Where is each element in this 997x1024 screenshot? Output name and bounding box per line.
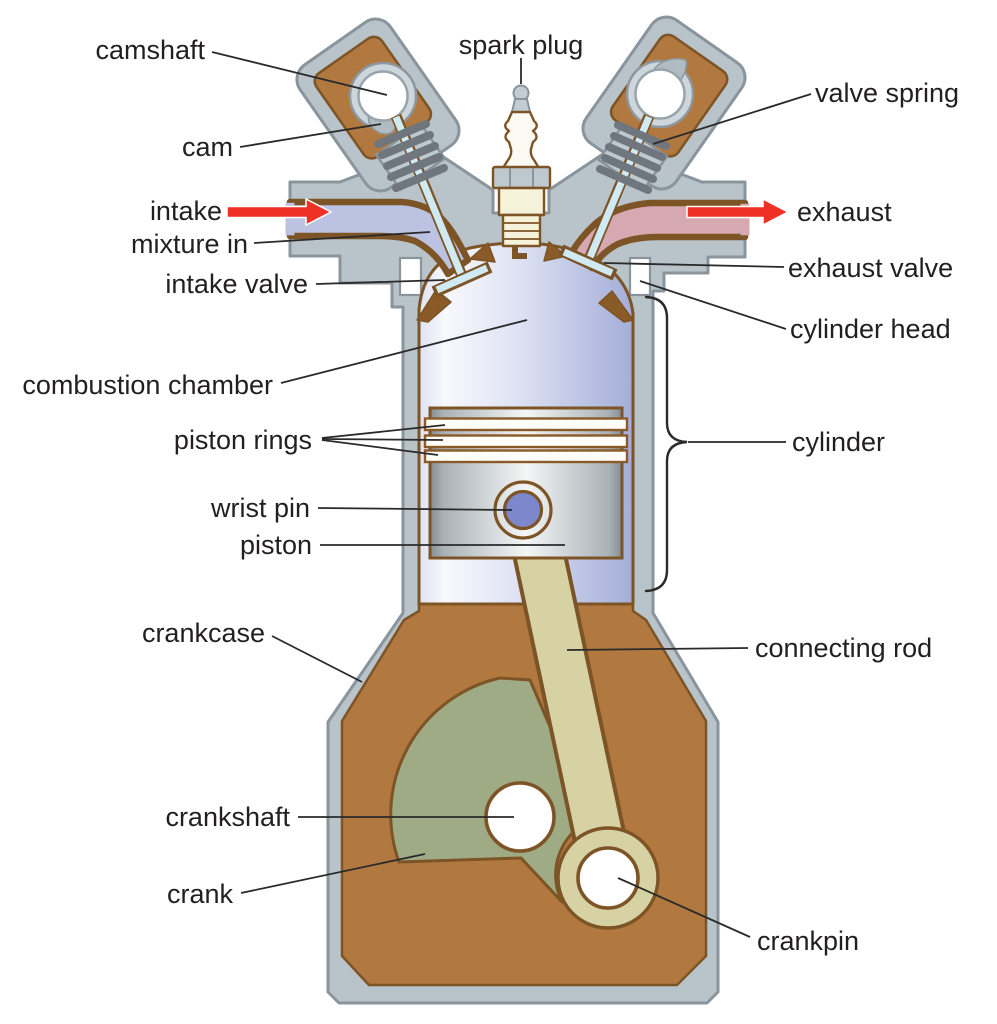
leader-exhaust-valve (603, 262, 785, 268)
intake-valve-seat-upper (469, 242, 496, 263)
label-exhaust-valve: exhaust valve (788, 253, 953, 283)
label-intake-valve: intake valve (165, 269, 308, 299)
cylinder-brace (644, 295, 688, 593)
label-cylinder: cylinder (792, 427, 885, 457)
spark-plug-shape (491, 84, 552, 259)
label-valve-spring: valve spring (815, 78, 959, 108)
leader-crank (240, 853, 426, 894)
leader-connecting-rod (566, 647, 749, 651)
label-camshaft: camshaft (95, 35, 205, 65)
label-cylinder-head: cylinder head (790, 314, 951, 344)
spark-plug-electrode (512, 246, 527, 259)
leader-cylinder-head (639, 280, 787, 330)
exhaust-port-mouth (740, 203, 750, 236)
left-casting-recess (398, 256, 423, 297)
spark-plug-insulator (501, 110, 541, 170)
label-crankshaft: crankshaft (165, 802, 290, 832)
intake-port-mouth (285, 202, 295, 236)
exhaust-arrow (686, 197, 790, 227)
label-crankcase: crankcase (142, 618, 265, 648)
leader-crankcase (271, 635, 363, 683)
label-piston-rings: piston rings (174, 425, 312, 455)
label-mixture-in: mixture in (131, 229, 248, 259)
leader-valve-spring (652, 93, 812, 145)
label-piston: piston (240, 530, 312, 560)
camshaft-journal-right (634, 68, 686, 120)
leader-cam (239, 123, 382, 148)
piston-ring-3 (423, 449, 629, 464)
exhaust-valve-shape (558, 113, 655, 281)
connecting-rod-shape (513, 533, 631, 882)
leader-intake-valve (315, 279, 446, 285)
leader-mixture-in (253, 231, 431, 244)
label-cam: cam (182, 132, 233, 162)
label-exhaust: exhaust (797, 197, 892, 227)
exhaust-valve-seat-lower (598, 290, 634, 323)
intake-valve-seat-lower (416, 289, 452, 323)
leader-piston-rings (321, 424, 446, 456)
piston-ring-1 (423, 417, 629, 432)
leader-combustion-chamber (280, 319, 528, 384)
camshaft-journal-left (357, 70, 409, 122)
intake-arrow (226, 197, 333, 227)
label-combustion-chamber: combustion chamber (22, 370, 273, 400)
label-crank: crank (167, 879, 234, 909)
spark-plug-body (497, 186, 546, 217)
piston-ring-2 (423, 434, 629, 449)
leader-camshaft (211, 51, 388, 96)
label-spark-plug: spark plug (459, 30, 584, 60)
label-wrist-pin: wrist pin (210, 493, 310, 523)
label-crankpin: crankpin (757, 926, 859, 956)
right-casting-recess (628, 256, 652, 297)
spark-plug-hex (491, 165, 552, 190)
valve-spring-left (374, 120, 448, 192)
crankpin-hole (576, 846, 640, 910)
label-connecting-rod: connecting rod (755, 633, 932, 663)
leader-crankpin (617, 877, 751, 938)
leader-wrist-pin (317, 507, 513, 511)
spark-plug-terminal-stem (510, 98, 532, 113)
label-intake: intake (150, 196, 222, 226)
